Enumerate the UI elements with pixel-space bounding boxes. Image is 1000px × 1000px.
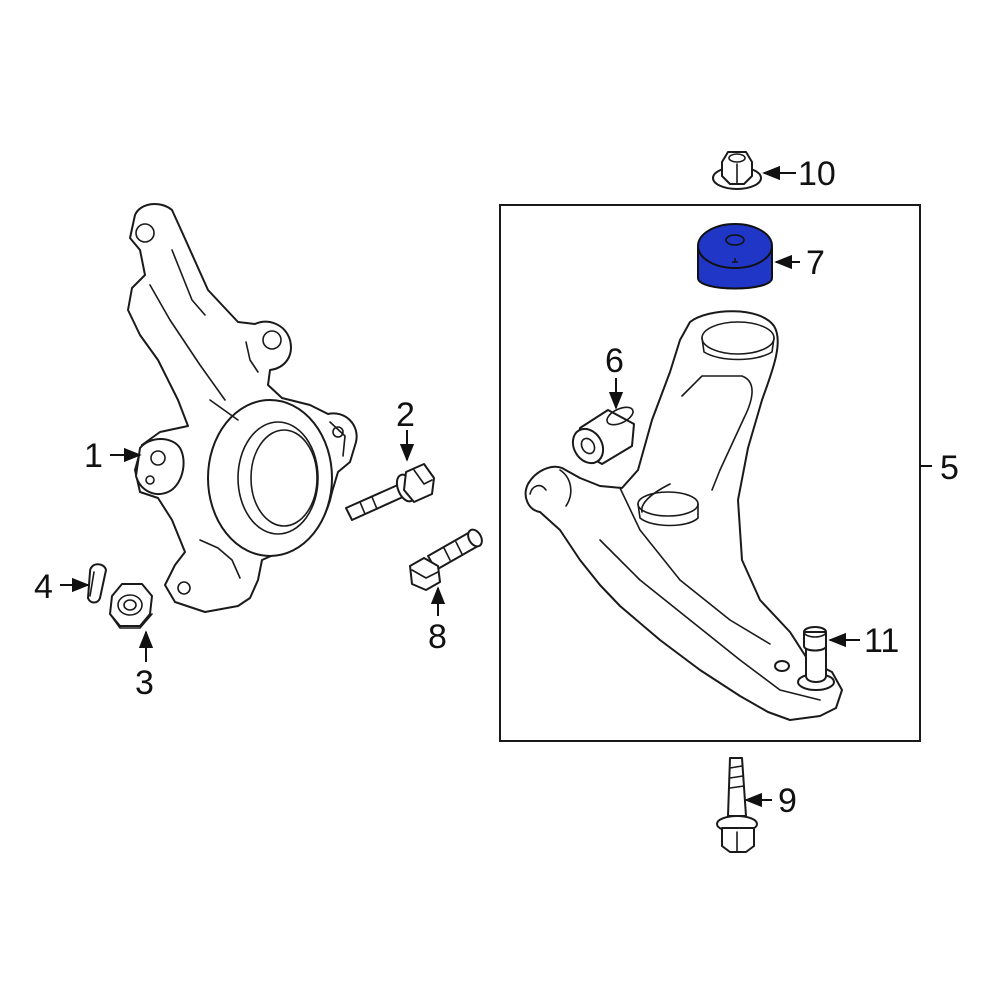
callout-3: 3 — [135, 664, 154, 702]
callout-11: 11 — [864, 622, 899, 660]
callout-2: 2 — [396, 396, 415, 434]
lower-control-arm[interactable] — [524, 310, 843, 721]
nut-part-3[interactable] — [109, 583, 153, 629]
callout-10: 10 — [798, 155, 836, 193]
callout-labels: 1 2 3 4 5 6 7 8 9 10 11 — [34, 155, 959, 820]
callout-4: 4 — [34, 568, 53, 606]
steering-knuckle-part[interactable] — [127, 203, 358, 613]
callout-5: 5 — [940, 449, 959, 487]
bushing-part-6[interactable] — [567, 404, 636, 469]
leader-lines — [60, 165, 932, 808]
callout-7: 7 — [806, 244, 825, 282]
callout-8: 8 — [428, 618, 447, 656]
bushing-part-7-highlighted[interactable] — [697, 223, 773, 290]
nut-part-10[interactable] — [712, 151, 762, 190]
callout-1: 1 — [84, 437, 103, 475]
callout-6: 6 — [605, 342, 624, 380]
callout-9: 9 — [778, 782, 797, 820]
bolt-part-2[interactable] — [345, 463, 435, 521]
cotter-pin-part-4[interactable] — [87, 563, 107, 604]
ball-joint-part-11[interactable] — [797, 626, 835, 691]
bolt-part-9[interactable] — [716, 757, 758, 853]
bolt-part-8[interactable] — [409, 527, 485, 591]
assembly-box-5 — [499, 204, 921, 742]
